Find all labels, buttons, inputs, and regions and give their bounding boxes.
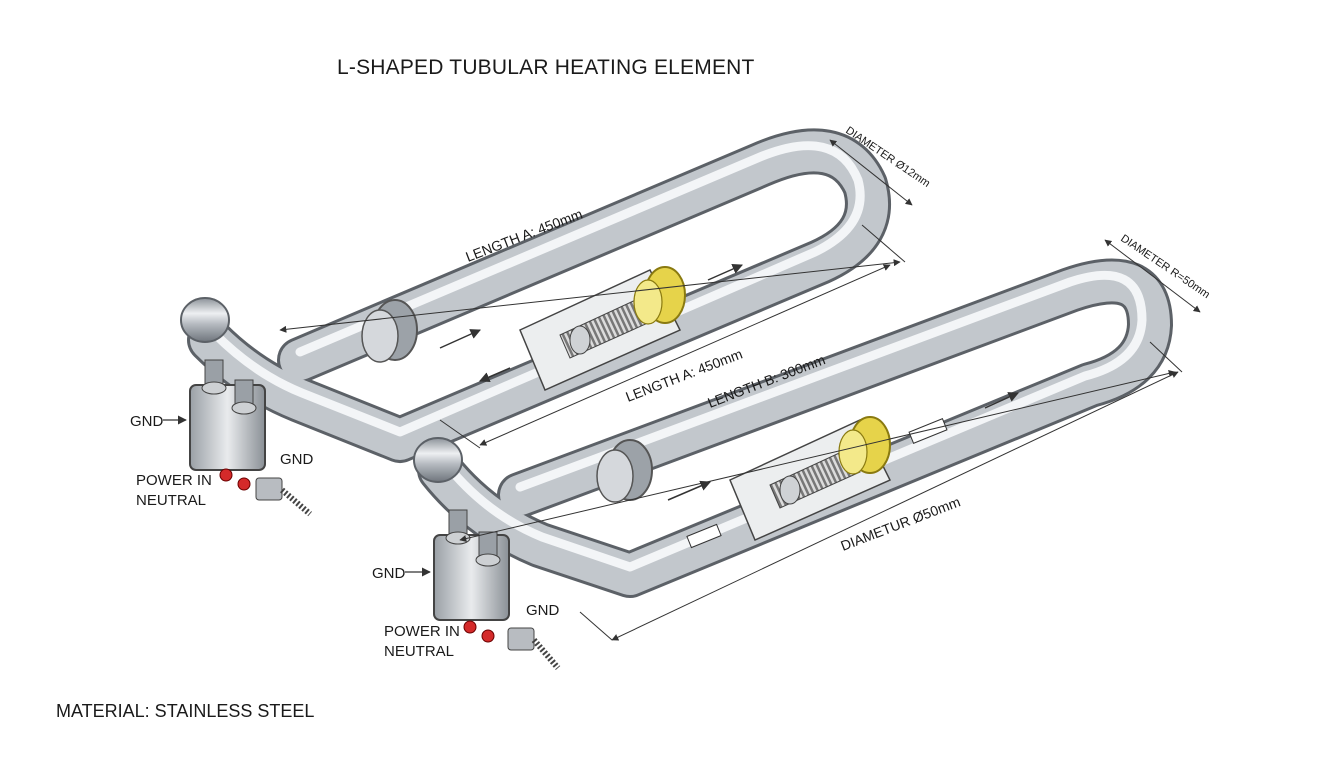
element-2-ext-line-2	[579, 611, 613, 641]
element-1-flow-arrow-1	[439, 329, 481, 349]
element-2-end-cap	[413, 437, 463, 483]
element-2-terminal-dot-1	[463, 620, 477, 634]
element-1-terminal-dot-2	[237, 477, 251, 491]
element-1-ext-line	[861, 224, 906, 263]
element-1-tube-highlight	[210, 141, 865, 437]
diagram-title: L-SHAPED TUBULAR HEATING ELEMENT	[337, 56, 755, 79]
material-label: MATERIAL: STAINLESS STEEL	[56, 701, 314, 721]
element-2-terminal-dot-2	[481, 629, 495, 643]
element-1-neutral-label: NEUTRAL	[136, 492, 206, 509]
element-2-gnd-right-label: GND	[526, 602, 560, 619]
element-1-tube-body	[190, 131, 888, 460]
element-2-ext-line	[1149, 341, 1183, 373]
element-2-dim-line-lower	[611, 371, 1179, 641]
element-1-terminal-block	[189, 359, 312, 517]
element-1-gnd-right-label: GND	[280, 451, 314, 468]
element-2-dim-line-diameter	[1104, 239, 1201, 313]
element-2-gnd-left-label: GND	[372, 565, 406, 582]
element-1-power-in-label: POWER IN	[136, 472, 212, 489]
element-2-neutral-label: NEUTRAL	[384, 643, 454, 660]
element-2-flow-arrow-1	[667, 480, 711, 501]
heating-element-1: LENGTH A: 450mm LENGTH A: 450mm DIAMETER…	[130, 125, 932, 517]
element-1-gnd-left-label: GND	[130, 413, 164, 430]
element-2-power-in-label: POWER IN	[384, 623, 460, 640]
element-1-dim-line-diameter	[829, 139, 913, 206]
element-1-end-cap	[180, 297, 230, 343]
element-1-terminal-dot-1	[219, 468, 233, 482]
